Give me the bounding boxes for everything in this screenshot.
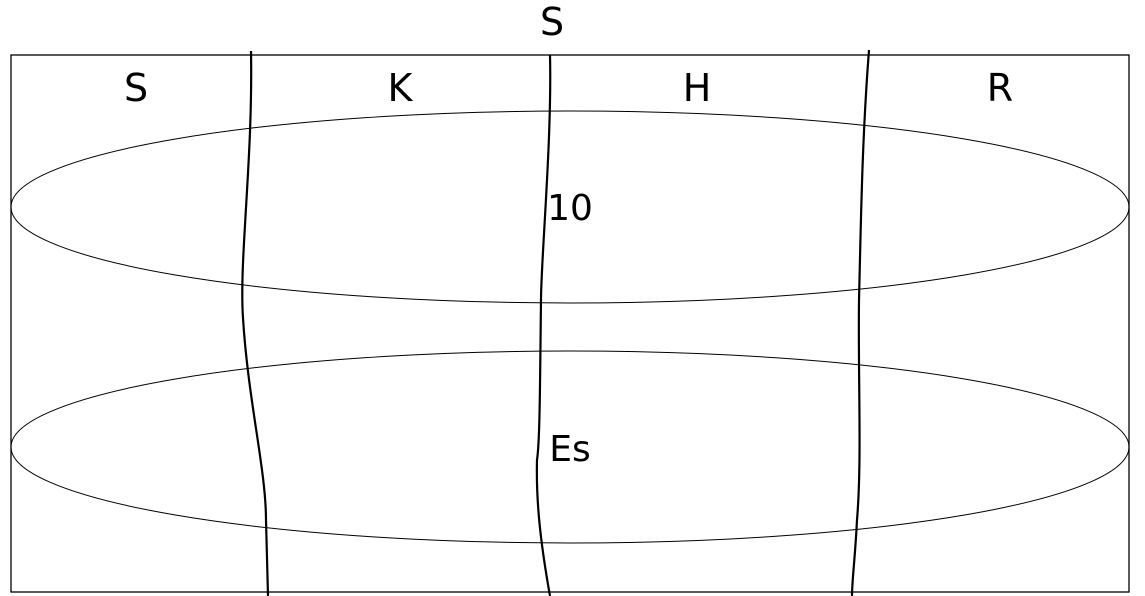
column-label-1: S bbox=[124, 66, 148, 110]
column-label-4: R bbox=[987, 66, 1013, 110]
divider-line-2 bbox=[535, 54, 552, 596]
region-label-upper: 10 bbox=[547, 188, 593, 229]
divider-line-3 bbox=[850, 49, 871, 596]
divider-line-1 bbox=[241, 50, 270, 596]
outer-frame bbox=[10, 54, 1130, 593]
lower-ellipse bbox=[10, 350, 1130, 544]
column-label-3: H bbox=[683, 66, 712, 110]
upper-ellipse bbox=[10, 110, 1130, 304]
top-label: S bbox=[540, 0, 564, 44]
region-label-lower: Es bbox=[549, 429, 591, 470]
column-label-2: K bbox=[388, 66, 414, 110]
